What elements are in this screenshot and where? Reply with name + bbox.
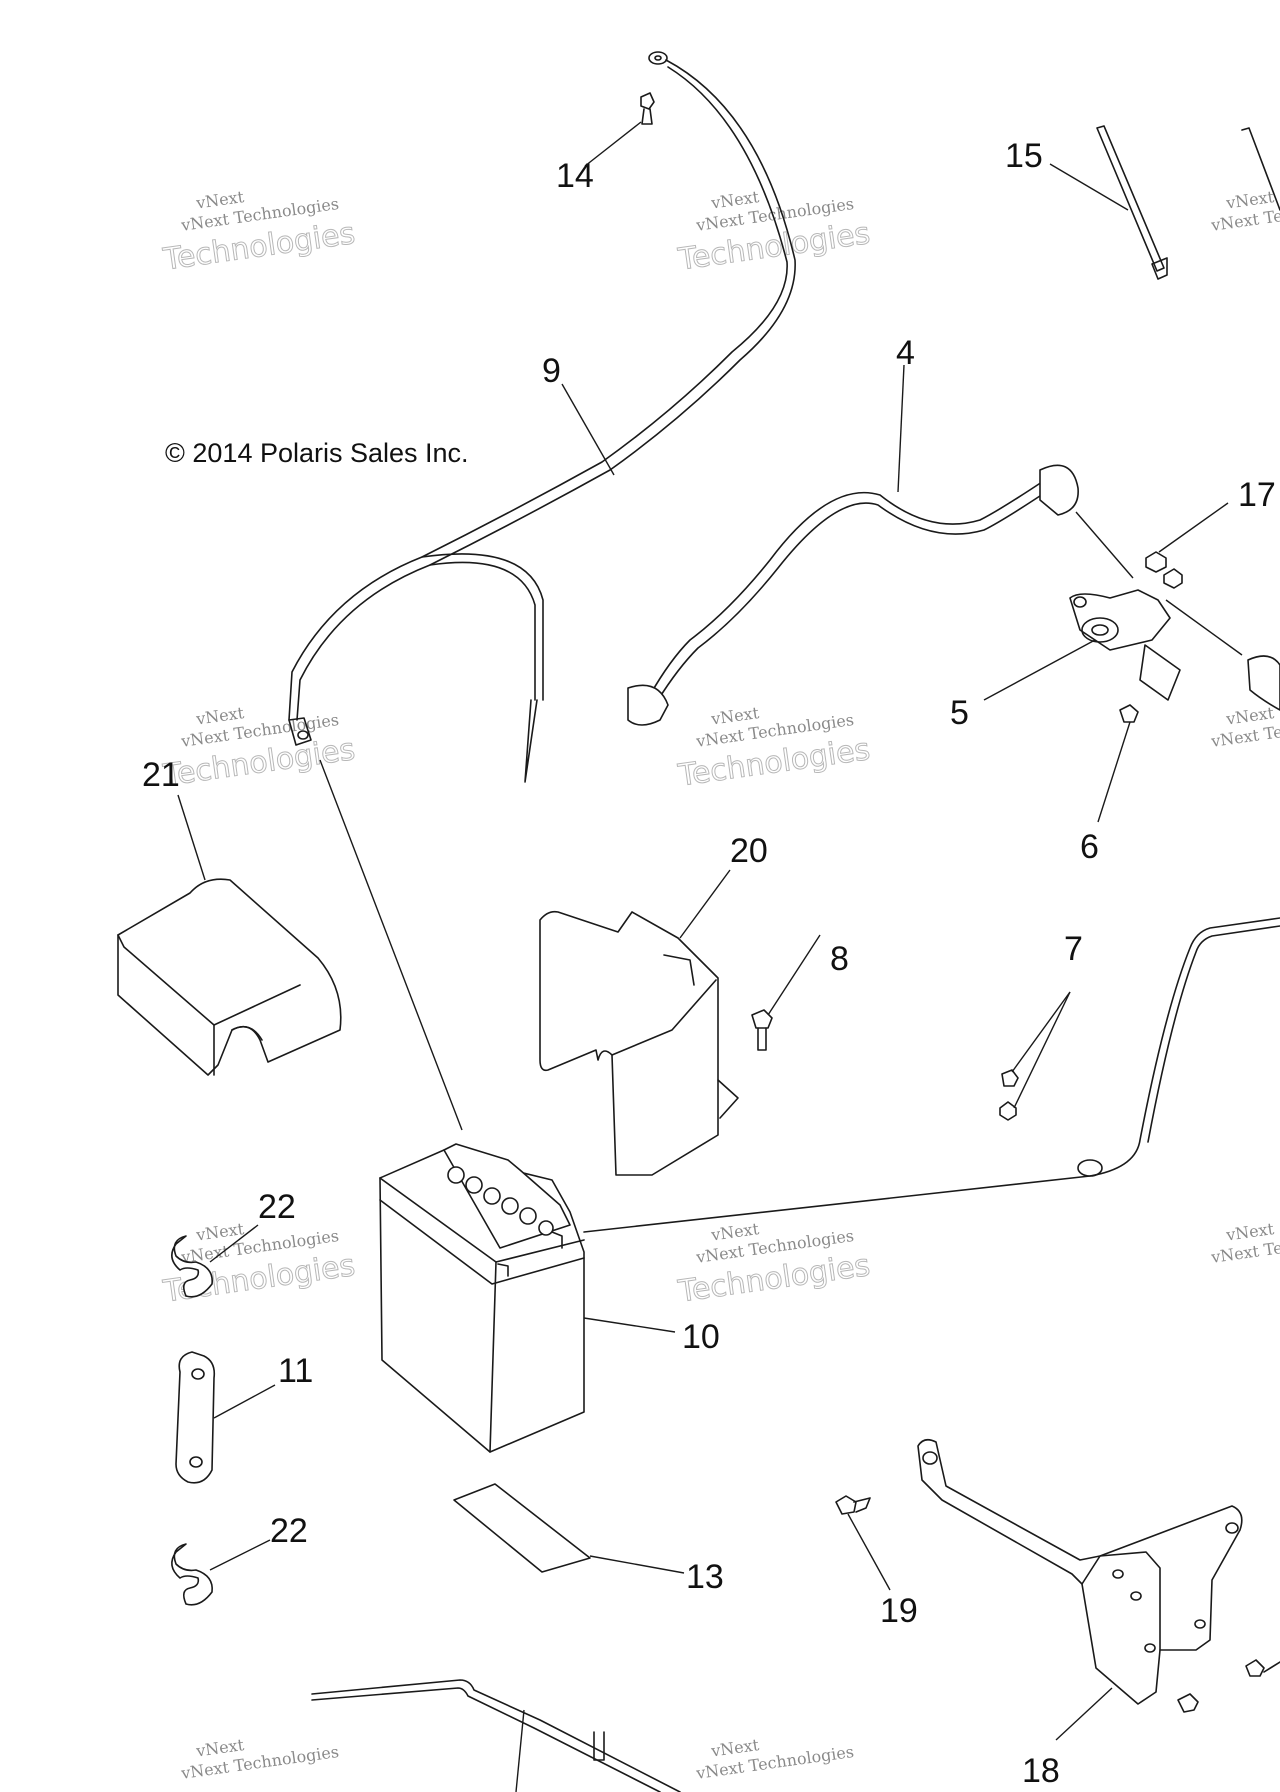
callout-13: 13 bbox=[686, 1558, 724, 1596]
callout-21: 21 bbox=[142, 756, 180, 794]
callout-9: 9 bbox=[542, 352, 561, 390]
part-6-bolt bbox=[1119, 704, 1139, 723]
watermark: vNext vNext Technologies bbox=[694, 1735, 855, 1783]
part-13-label bbox=[453, 1483, 591, 1573]
callout-10: 10 bbox=[682, 1318, 720, 1356]
leader-7b bbox=[1013, 991, 1071, 1109]
callout-14: 14 bbox=[556, 157, 594, 195]
leader-15 bbox=[1049, 163, 1129, 211]
leader-9 bbox=[561, 383, 615, 476]
part-21-cover bbox=[117, 878, 342, 1076]
watermark: vNext vNext Technologies Technologies bbox=[160, 187, 358, 278]
callout-4: 4 bbox=[896, 334, 915, 372]
watermark: vNext vNext Technologies bbox=[1209, 1219, 1280, 1267]
callout-15: 15 bbox=[1005, 137, 1043, 175]
leader-18 bbox=[1055, 1687, 1113, 1741]
leader-11 bbox=[213, 1384, 276, 1419]
callout-6: 6 bbox=[1080, 828, 1099, 866]
callout-22-lower: 22 bbox=[270, 1512, 308, 1550]
leader-20 bbox=[679, 869, 731, 939]
leader-4 bbox=[897, 364, 905, 493]
watermark: vNext vNext Technologies Technologies bbox=[675, 187, 873, 278]
part-9-battery-cable bbox=[288, 51, 796, 783]
callout-19: 19 bbox=[880, 1592, 918, 1630]
leader-22-lower bbox=[209, 1539, 271, 1571]
watermark: vNext vNext Technologies Technologies bbox=[675, 1219, 873, 1310]
leader-8 bbox=[767, 934, 821, 1016]
part-7-bolt-nut bbox=[583, 917, 1280, 1233]
part-20-bracket bbox=[539, 910, 739, 1176]
watermark: vNext vNext Technologies Technologies bbox=[675, 703, 873, 794]
leader-17 bbox=[1158, 502, 1229, 553]
callout-5: 5 bbox=[950, 694, 969, 732]
watermark: vNext vNext Technologies bbox=[179, 1735, 340, 1783]
watermark: vNext vNext Technologies bbox=[1209, 187, 1280, 235]
callout-7: 7 bbox=[1064, 930, 1083, 968]
part-19-screw bbox=[835, 1495, 871, 1515]
part-bottom-cable bbox=[311, 1679, 681, 1792]
part-18-bracket bbox=[917, 1438, 1280, 1713]
callout-22-upper: 22 bbox=[258, 1188, 296, 1226]
part-8-screw bbox=[751, 1009, 773, 1051]
leader-14 bbox=[584, 121, 642, 167]
callout-20: 20 bbox=[730, 832, 768, 870]
part-14-screw bbox=[640, 92, 655, 125]
part-11-link bbox=[175, 1351, 216, 1484]
part-5-solenoid bbox=[1069, 511, 1280, 711]
callout-17: 17 bbox=[1238, 476, 1276, 514]
part-15-cable-tie bbox=[1096, 125, 1280, 280]
callout-8: 8 bbox=[830, 940, 849, 978]
leader-19 bbox=[847, 1513, 891, 1591]
part-4-cable bbox=[627, 464, 1079, 726]
callout-11: 11 bbox=[278, 1352, 313, 1390]
leader-21 bbox=[177, 794, 206, 881]
leader-5 bbox=[983, 639, 1096, 701]
copyright-notice: © 2014 Polaris Sales Inc. bbox=[165, 438, 469, 468]
leader-7a bbox=[1011, 991, 1071, 1073]
leader-10 bbox=[583, 1317, 676, 1333]
part-10-battery bbox=[319, 759, 585, 1453]
watermark-group: vNext vNext Technologies Technologies vN… bbox=[160, 187, 1280, 1783]
part-17-nuts bbox=[1145, 551, 1183, 589]
leader-22-upper bbox=[209, 1224, 259, 1263]
leader-6 bbox=[1097, 721, 1131, 823]
part-22-clip-lower bbox=[171, 1543, 213, 1606]
callout-18: 18 bbox=[1022, 1752, 1060, 1790]
leader-13 bbox=[589, 1555, 685, 1574]
part-22-clip-upper bbox=[171, 1235, 213, 1298]
